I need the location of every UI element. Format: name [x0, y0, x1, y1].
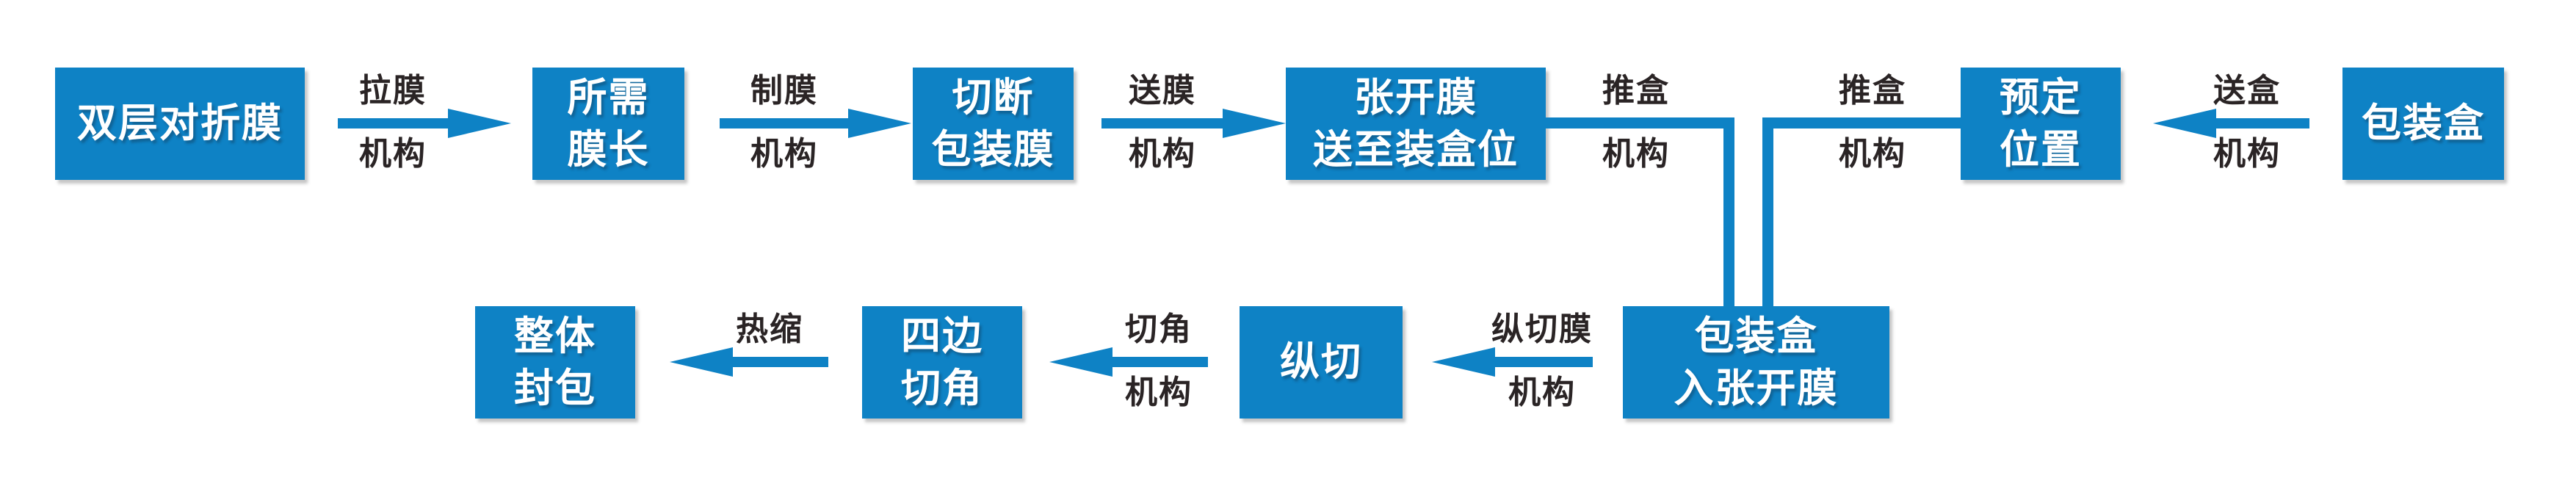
node-label: 包装膜: [931, 126, 1055, 173]
arrow-shaft: [1112, 357, 1208, 367]
node-label: 入张开膜: [1674, 364, 1839, 411]
arrow-shaft: [338, 118, 448, 128]
arrow-shaft: [1495, 357, 1593, 367]
node-label: 封包: [514, 364, 596, 411]
edge-label-top: 推盒: [1602, 72, 1670, 109]
node-open-film-to-boxing-position: 张开膜 送至装盒位: [1286, 68, 1546, 180]
arrow-left-icon: [1432, 347, 1495, 377]
node-double-layer-folded-film: 双层对折膜: [55, 68, 305, 180]
node-required-film-length: 所需 膜长: [532, 68, 684, 180]
arrow-shaft: [720, 118, 848, 128]
node-overall-sealing: 整体 封包: [475, 306, 635, 419]
edge-label-bottom: 机构: [750, 135, 818, 173]
edge-label-bottom: 机构: [1508, 374, 1576, 411]
node-label: 预定: [2000, 74, 2082, 121]
edge-label-top: 纵切膜: [1491, 311, 1593, 348]
arrow-left-icon: [670, 347, 733, 377]
node-label: 张开膜: [1354, 74, 1477, 121]
node-longitudinal-cut: 纵切: [1240, 306, 1403, 419]
node-label: 双层对折膜: [77, 100, 283, 147]
edge-label-top: 热缩: [736, 311, 803, 348]
node-label: 包装盒: [1694, 313, 1818, 360]
edge-label-bottom: 机构: [1125, 374, 1193, 411]
connector-line-vertical: [1762, 117, 1773, 308]
edge-label-top: 送盒: [2213, 72, 2281, 109]
arrow-left-icon: [2153, 109, 2216, 138]
arrow-right-icon: [448, 109, 511, 138]
arrow-right-icon: [848, 109, 911, 138]
node-cut-packaging-film: 切断 包装膜: [913, 68, 1074, 180]
edge-label-bottom: 机构: [1839, 135, 1906, 173]
node-label: 送至装盒位: [1313, 126, 1519, 173]
edge-label-bottom: 机构: [2213, 135, 2281, 173]
connector-line-vertical: [1723, 117, 1734, 308]
connector-line-horizontal: [1546, 117, 1734, 128]
arrow-right-icon: [1223, 109, 1286, 138]
arrow-shaft: [733, 357, 828, 367]
edge-label-top: 切角: [1125, 311, 1193, 348]
node-label: 切断: [952, 74, 1035, 121]
node-label: 整体: [514, 313, 596, 360]
connector-line-horizontal: [1762, 117, 1961, 128]
edge-label-top: 拉膜: [359, 72, 427, 109]
node-label: 四边: [901, 313, 983, 360]
arrow-shaft: [1101, 118, 1223, 128]
node-label: 膜长: [567, 126, 650, 173]
arrow-shaft: [2216, 118, 2309, 128]
edge-label-bottom: 机构: [1129, 135, 1196, 173]
node-predetermined-position: 预定 位置: [1961, 68, 2121, 180]
node-box-into-open-film: 包装盒 入张开膜: [1623, 306, 1889, 419]
node-four-side-corner-cut: 四边 切角: [862, 306, 1022, 419]
node-label: 位置: [2000, 126, 2082, 173]
arrow-left-icon: [1049, 347, 1112, 377]
node-label: 切角: [901, 364, 983, 411]
edge-label-top: 送膜: [1129, 72, 1196, 109]
node-label: 所需: [567, 74, 650, 121]
edge-label-top: 制膜: [750, 72, 818, 109]
edge-label-bottom: 机构: [359, 135, 427, 173]
node-label: 纵切: [1280, 338, 1362, 385]
edge-label-bottom: 机构: [1602, 135, 1670, 173]
node-packaging-box: 包装盒: [2342, 68, 2504, 180]
node-label: 包装盒: [2362, 100, 2485, 147]
edge-label-top: 推盒: [1839, 72, 1906, 109]
